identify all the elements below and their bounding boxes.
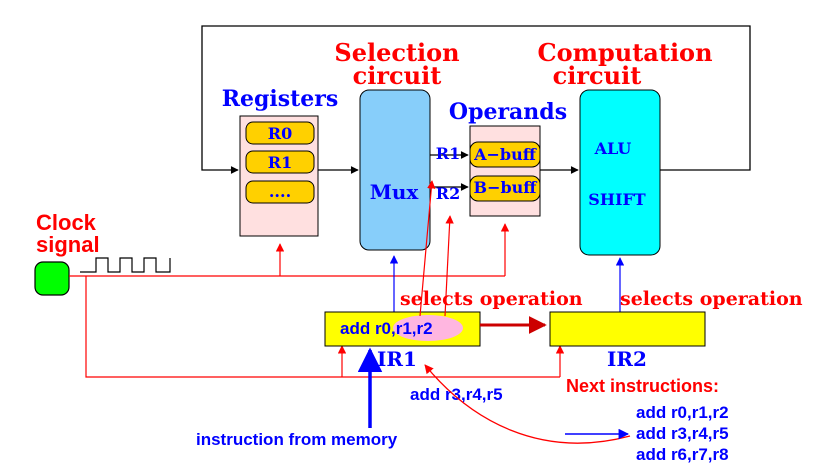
computation-circuit-title-line1: Computation [537,38,712,67]
ir2-label: IR2 [607,347,647,371]
operand-highlight [393,315,463,341]
clock-distribution-lines [69,223,565,378]
clock-title-line1: Clock [36,210,97,235]
clock-source [34,261,70,296]
b-buff: B−buff [469,175,541,202]
selection-circuit-title-line1: Selection [334,38,459,67]
next-instructions-title: Next instructions: [566,376,719,396]
ir1-instruction: add r0,r1,r2 [340,319,433,338]
ir2-register [549,311,706,347]
next-instruction-item: add r3,r4,r5 [636,424,729,443]
ir1-label: IR1 [377,347,417,371]
register-label: .... [269,182,291,201]
mux-block: Mux [359,89,431,251]
clock-waveform [80,257,171,273]
selection-circuit-title-line2: circuit [353,61,442,90]
next-instruction-curve-arrow [424,364,631,444]
a-buff-label: A−buff [473,145,537,164]
ir1-caption: selects operation [400,288,583,310]
clock-title-line2: signal [36,232,100,257]
mux-label: Mux [370,180,420,204]
registers-title: Registers [222,86,339,112]
operand-select-arrows [419,180,454,317]
mux-output-r1-label: R1 [436,144,460,163]
register-cell: R1 [245,150,315,174]
alu-label: ALU [594,139,632,158]
ir2-caption: selects operation [620,288,803,310]
register-label: R1 [268,153,292,172]
mux-output-r2-label: R2 [436,184,460,203]
feedback-loop [201,25,751,174]
register-label: R0 [268,124,292,143]
ir1-register: add r0,r1,r2 [324,311,481,347]
computation-circuit-title-line2: circuit [553,61,642,90]
a-buff: A−buff [469,141,541,168]
register-cell: .... [245,180,315,204]
b-buff-label: B−buff [474,178,538,197]
shift-label: SHIFT [588,190,646,209]
memory-label: instruction from memory [196,430,398,449]
operand-buffers: A−buff B−buff [469,125,541,217]
in-flight-instruction: add r3,r4,r5 [410,385,503,404]
register-cell: R0 [245,121,315,145]
next-instruction-item: add r6,r7,r8 [636,445,729,464]
operands-title: Operands [449,99,567,125]
next-instruction-item: add r0,r1,r2 [636,403,729,422]
alu-block: ALU SHIFT [579,89,661,256]
register-file: R0 R1 .... [239,115,319,237]
